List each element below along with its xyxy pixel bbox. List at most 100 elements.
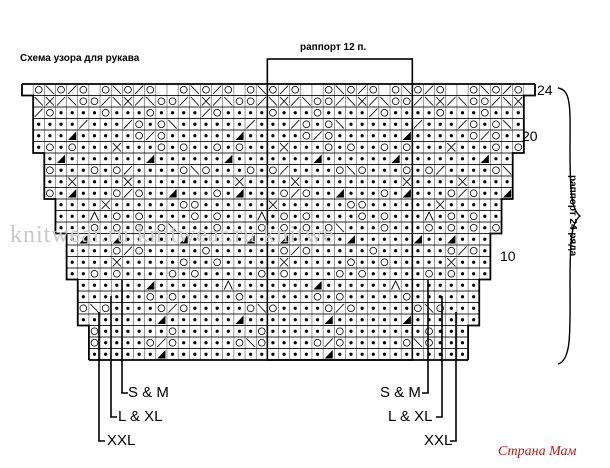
k2tog-symbol <box>123 119 133 129</box>
purl-dot-symbol <box>182 249 186 253</box>
purl-dot-symbol <box>193 226 197 230</box>
purl-dot-symbol <box>126 226 130 230</box>
purl-dot-symbol <box>260 237 264 241</box>
purl-dot-symbol <box>483 168 487 172</box>
purl-dot-symbol <box>371 134 375 138</box>
yarn-over-symbol <box>246 97 255 106</box>
purl-dot-symbol <box>215 203 219 207</box>
yarn-over-symbol <box>324 143 333 152</box>
purl-dot-symbol <box>260 318 264 322</box>
purl-dot-symbol <box>159 272 163 276</box>
purl-dot-symbol <box>215 352 219 356</box>
size-label-xxl-left: XXL <box>107 432 136 449</box>
purl-dot-symbol <box>438 180 442 184</box>
purl-dot-symbol <box>159 168 163 172</box>
purl-dot-symbol <box>148 237 152 241</box>
yarn-over-symbol <box>469 120 478 129</box>
purl-dot-symbol <box>460 318 465 322</box>
k2tog-symbol <box>290 96 300 106</box>
yarn-over-symbol <box>224 85 233 94</box>
purl-dot-symbol <box>405 226 409 230</box>
cross-symbol <box>67 177 77 187</box>
purl-dot-symbol <box>315 145 320 149</box>
yarn-over-symbol <box>358 200 366 209</box>
double-decrease-symbol <box>257 210 267 221</box>
purl-dot-symbol <box>394 295 398 299</box>
purl-dot-symbol <box>338 214 342 218</box>
purl-dot-symbol <box>282 157 286 161</box>
purl-dot-symbol <box>170 157 175 161</box>
yarn-over-symbol <box>246 85 255 94</box>
filled-wedge-symbol <box>235 189 244 198</box>
purl-dot-symbol <box>260 145 264 149</box>
purl-dot-symbol <box>494 191 498 195</box>
yarn-over-symbol <box>269 166 277 175</box>
purl-dot-symbol <box>104 260 108 264</box>
filled-wedge-symbol <box>413 235 422 244</box>
yarn-over-symbol <box>514 143 523 152</box>
purl-dot-symbol <box>315 249 320 253</box>
row-repeat-brace <box>557 87 582 365</box>
purl-dot-symbol <box>260 168 264 172</box>
purl-dot-symbol <box>282 341 286 345</box>
purl-dot-symbol <box>338 352 342 356</box>
purl-dot-symbol <box>204 272 208 276</box>
purl-dot-symbol <box>472 111 476 115</box>
purl-dot-symbol <box>92 111 97 115</box>
yarn-over-symbol <box>347 304 355 313</box>
purl-dot-symbol <box>405 283 409 287</box>
purl-dot-symbol <box>215 306 219 310</box>
purl-dot-symbol <box>271 134 275 138</box>
purl-dot-symbol <box>126 283 130 287</box>
purl-dot-symbol <box>215 295 219 299</box>
purl-dot-symbol <box>483 260 487 264</box>
purl-dot-symbol <box>460 134 465 138</box>
purl-dot-symbol <box>70 122 74 126</box>
purl-dot-symbol <box>226 168 230 172</box>
purl-dot-symbol <box>460 145 465 149</box>
k2tog-symbol <box>145 131 155 141</box>
purl-dot-symbol <box>193 295 197 299</box>
purl-dot-symbol <box>59 226 63 230</box>
double-decrease-symbol <box>424 210 434 221</box>
purl-dot-symbol <box>438 283 442 287</box>
k2tog-symbol <box>313 131 322 141</box>
purl-dot-symbol <box>193 283 197 287</box>
yarn-over-symbol <box>302 223 311 232</box>
purl-dot-symbol <box>159 191 163 195</box>
yarn-over-symbol <box>157 223 166 232</box>
cross-symbol <box>446 142 456 152</box>
ssk-symbol <box>380 96 389 106</box>
yarn-over-symbol <box>469 223 478 232</box>
purl-dot-symbol <box>371 237 375 241</box>
cross-symbol <box>446 257 456 267</box>
yarn-over-symbol <box>280 246 288 255</box>
purl-dot-symbol <box>282 134 286 138</box>
purl-dot-symbol <box>416 191 420 195</box>
purl-dot-symbol <box>472 295 476 299</box>
purl-dot-symbol <box>460 295 465 299</box>
purl-dot-symbol <box>416 111 420 115</box>
purl-dot-symbol <box>204 145 208 149</box>
ssk-symbol <box>45 85 55 95</box>
yarn-over-symbol <box>302 246 311 255</box>
yarn-over-symbol <box>46 143 54 152</box>
purl-dot-symbol <box>237 122 242 126</box>
yarn-over-symbol <box>79 85 88 94</box>
purl-dot-symbol <box>70 226 74 230</box>
purl-dot-symbol <box>137 272 141 276</box>
purl-dot-symbol <box>293 203 297 207</box>
purl-dot-symbol <box>215 134 219 138</box>
k2tog-symbol <box>324 338 334 348</box>
purl-dot-symbol <box>371 168 375 172</box>
k2tog-symbol <box>101 96 111 106</box>
cross-symbol <box>123 96 133 106</box>
purl-dot-symbol <box>472 237 476 241</box>
purl-dot-symbol <box>271 341 275 345</box>
purl-dot-symbol <box>394 341 398 345</box>
yarn-over-symbol <box>358 166 366 175</box>
purl-dot-symbol <box>416 203 420 207</box>
purl-dot-symbol <box>304 295 308 299</box>
purl-dot-symbol <box>338 237 342 241</box>
purl-dot-symbol <box>115 352 119 356</box>
